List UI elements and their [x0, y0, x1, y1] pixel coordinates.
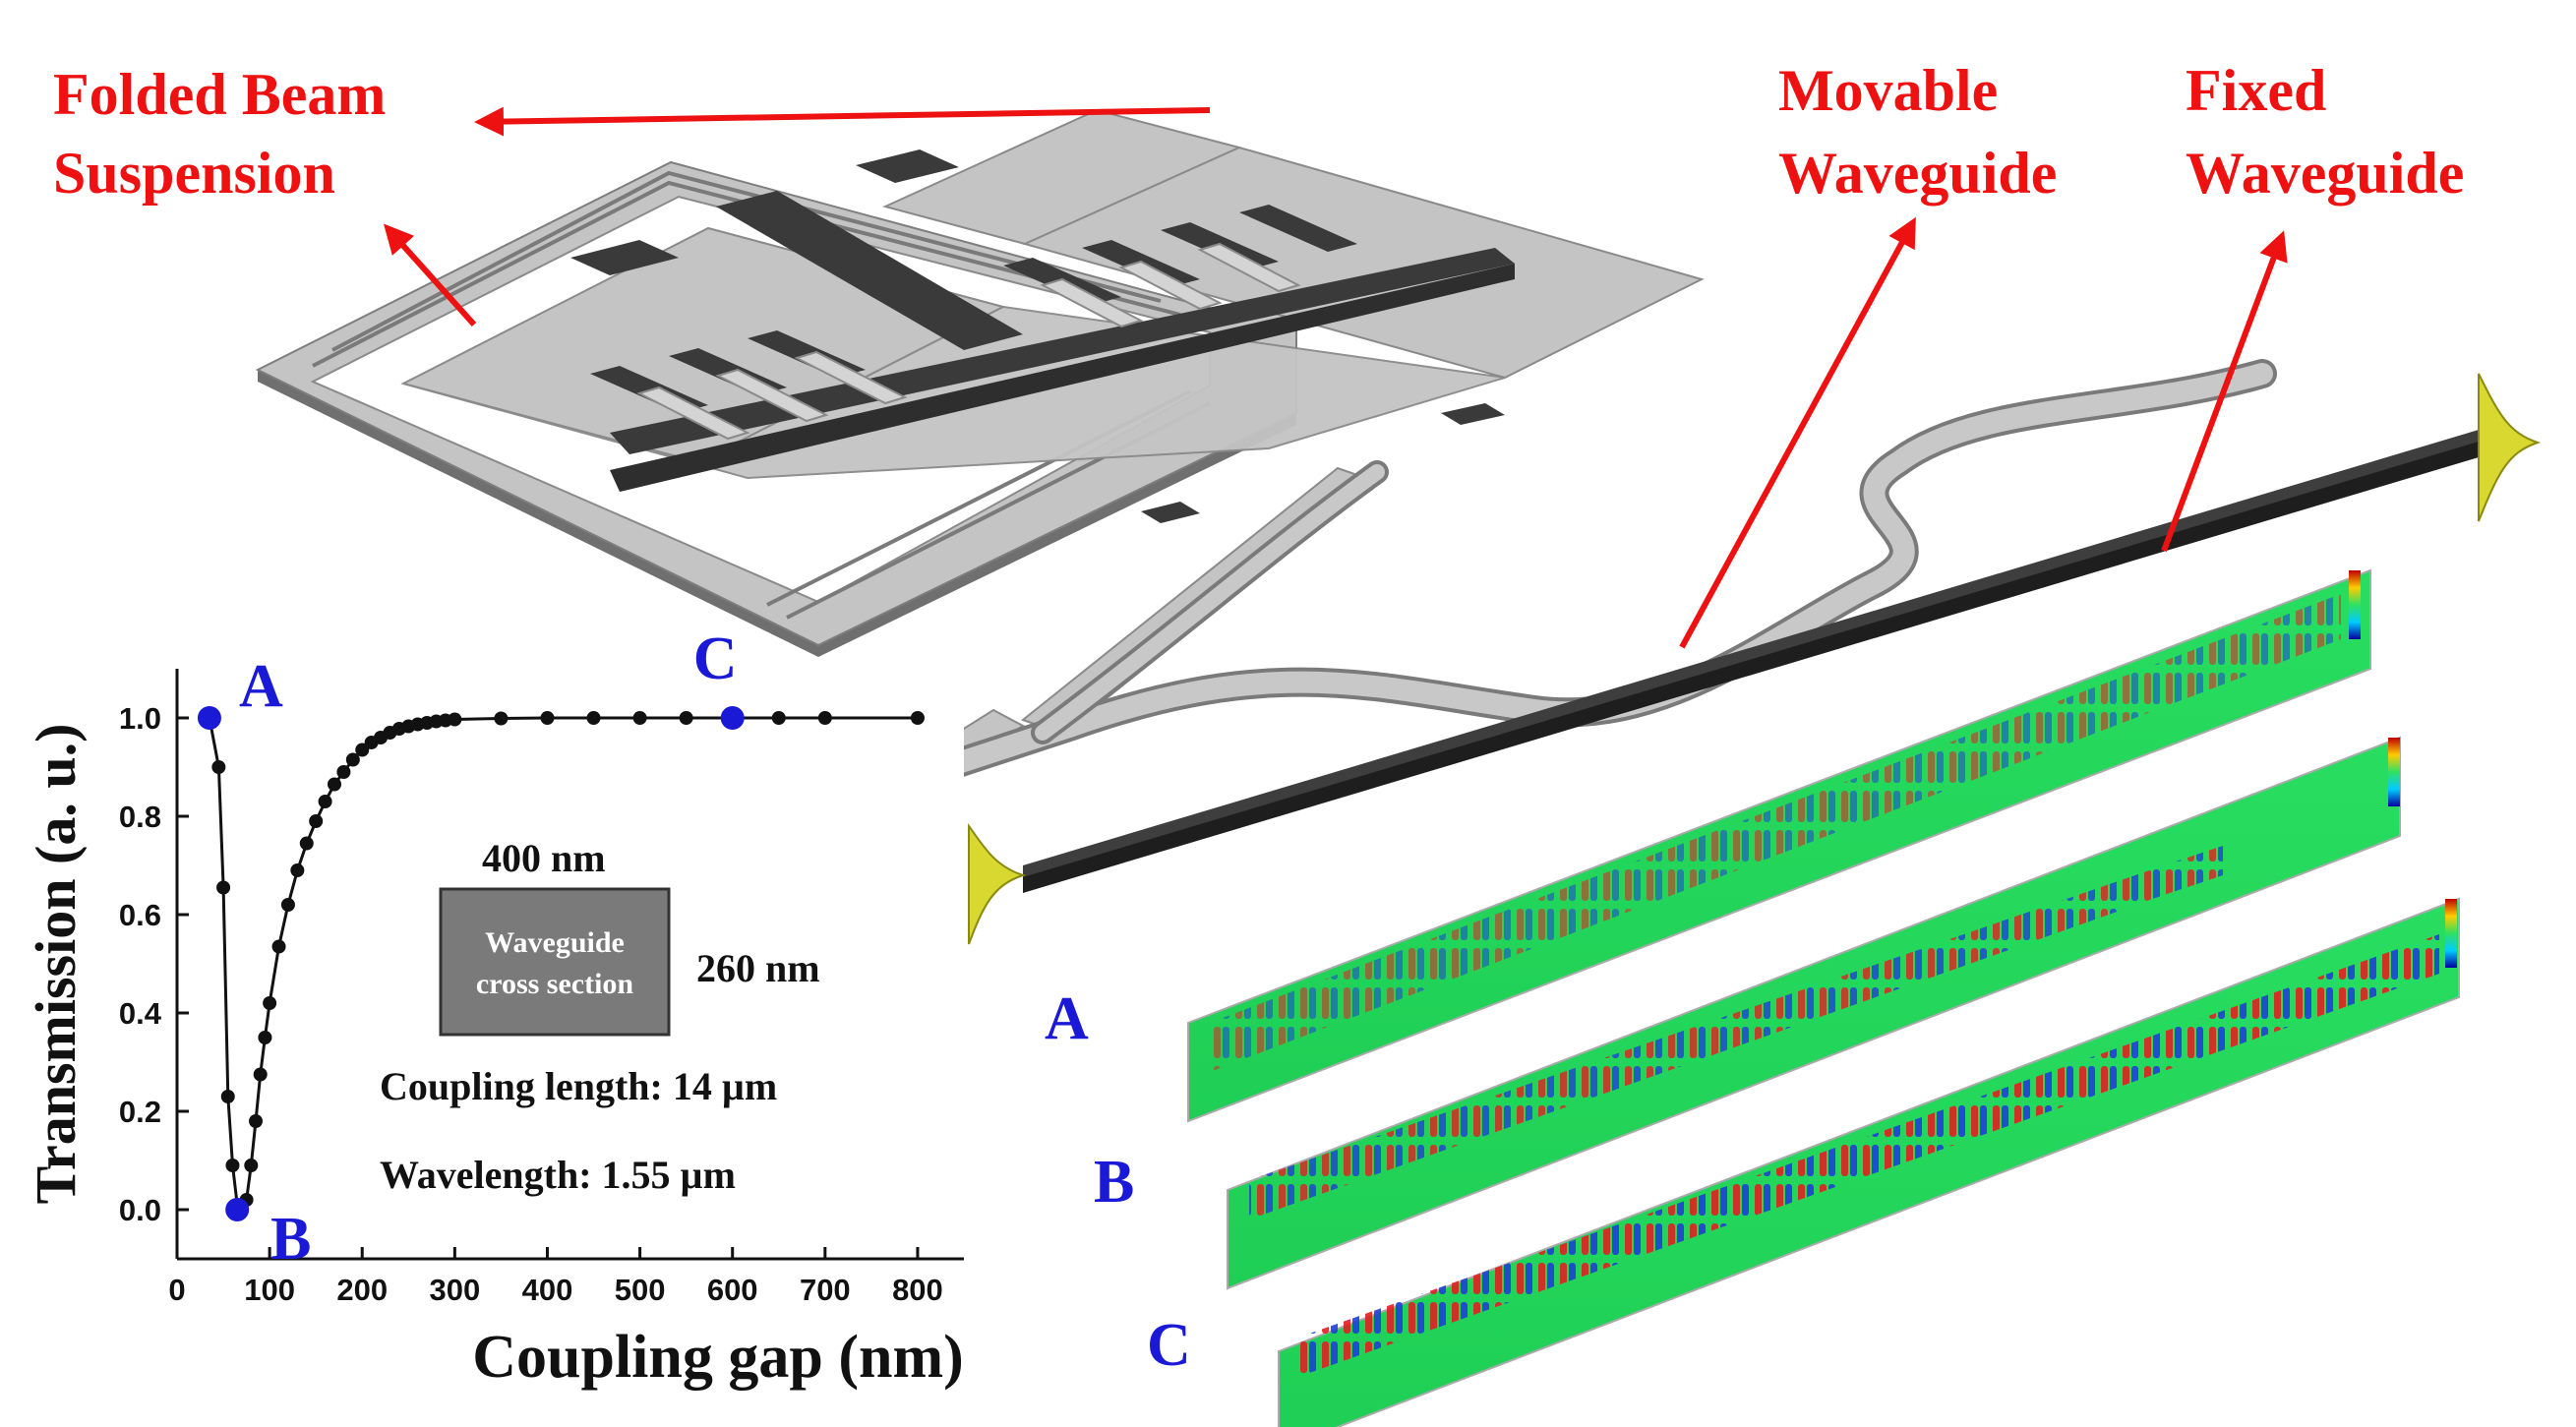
field-panel-middle [1227, 736, 2401, 1290]
x-tick-label: 100 [244, 1273, 295, 1307]
field-panel-bottom [1278, 897, 2460, 1427]
data-point [280, 898, 295, 912]
comb-fingers-light [636, 242, 1301, 441]
data-point [290, 863, 305, 877]
x-tick-label: 0 [168, 1273, 185, 1307]
data-point [817, 711, 832, 725]
y-tick-label: 0.0 [119, 1193, 161, 1227]
fixed-arrow [2161, 230, 2288, 553]
panel-label-a: A [1045, 985, 1089, 1052]
data-point [271, 939, 286, 954]
data-point [299, 836, 314, 851]
electrode-arm [716, 191, 1023, 350]
field-panel-top [1187, 568, 2371, 1123]
anchors [570, 149, 1505, 523]
x-tick-label: 600 [707, 1273, 758, 1307]
highlight-point-a [197, 706, 221, 730]
data-point [253, 1067, 268, 1082]
cross-section-box-line1: Waveguide [485, 926, 625, 959]
data-point [632, 711, 647, 725]
comb-electrode [610, 248, 1515, 454]
right-shuttle-ext [1022, 146, 1705, 380]
highlight-label-a: A [239, 653, 283, 720]
fixed-waveguide [1023, 427, 2488, 893]
highlight-point-b [225, 1198, 250, 1221]
movable-arrow [1679, 216, 1916, 649]
colorbar [2445, 899, 2457, 968]
data-point [216, 880, 231, 895]
cross-section-width: 400 nm [482, 836, 606, 880]
y-tick-label: 1.0 [119, 701, 161, 736]
highlight-point-c [720, 706, 745, 730]
movable-label-line2: Waveguide [1778, 141, 2057, 206]
x-tick-label: 700 [800, 1273, 851, 1307]
cross-section-box-line2: cross section [476, 968, 634, 1000]
comb-electrode-spine [610, 264, 1515, 492]
x-tick-label: 200 [336, 1273, 388, 1307]
folded-beam-label-line2: Suspension [53, 141, 335, 206]
waveguide-cross-section-box [439, 887, 671, 1037]
data-point [586, 711, 601, 725]
data-point [225, 1159, 240, 1172]
folded-beam-arrow [474, 106, 1211, 137]
x-tick-label: 800 [892, 1273, 943, 1307]
movable-waveguide [841, 359, 2277, 811]
data-point [336, 765, 351, 779]
data-point [679, 711, 693, 725]
highlight-label-b: B [270, 1206, 311, 1273]
panel-label-b: B [1094, 1149, 1134, 1216]
x-ticks: 0 100 200 300 400 500 600 700 800 [168, 1247, 943, 1307]
data-point [355, 743, 370, 757]
x-tick-label: 400 [522, 1273, 573, 1307]
folded-beam-arrow-2 [383, 223, 477, 327]
y-tick-label: 0.6 [119, 898, 161, 932]
data-point [910, 711, 925, 725]
cross-section-height: 260 nm [696, 946, 820, 990]
data-point [309, 814, 324, 828]
y-tick-label: 0.8 [119, 800, 161, 834]
colorbar [2388, 738, 2400, 806]
colorbar [2349, 570, 2361, 639]
y-tick-label: 0.2 [119, 1095, 161, 1129]
data-point [249, 1114, 263, 1128]
data-point [328, 777, 341, 792]
data-point [263, 996, 277, 1010]
fixed-label-line1: Fixed [2186, 58, 2326, 123]
input-mode-profile [968, 822, 1027, 945]
data-point [345, 752, 360, 767]
data-point [258, 1031, 272, 1044]
data-point [220, 1090, 235, 1103]
highlight-label-c: C [693, 625, 738, 692]
data-point [211, 760, 226, 774]
y-tick-label: 0.4 [119, 996, 162, 1031]
panel-label-c: C [1147, 1312, 1191, 1379]
mems-actuator [255, 108, 1705, 814]
y-ticks: 0.0 0.2 0.4 0.6 0.8 1.0 [119, 701, 189, 1227]
data-point [540, 711, 555, 725]
highlight-points: A B C [197, 625, 745, 1273]
movable-label-line1: Movable [1778, 58, 1998, 123]
data-point [448, 712, 462, 727]
y-axis-title: Transmission (a. u.) [24, 724, 88, 1205]
data-point [494, 711, 509, 726]
series-points [202, 711, 925, 1217]
x-axis-title: Coupling gap (nm) [472, 1324, 964, 1391]
x-tick-label: 500 [615, 1273, 666, 1307]
folded-beam-label-line1: Folded Beam [53, 62, 386, 127]
coupling-length-text: Coupling length: 14 µm [380, 1064, 777, 1108]
data-point [318, 795, 332, 808]
fixed-label-line2: Waveguide [2186, 141, 2464, 206]
x-tick-label: 300 [429, 1273, 480, 1307]
wavelength-text: Wavelength: 1.55 µm [380, 1153, 736, 1197]
data-point [771, 711, 786, 725]
output-mode-profile [2478, 373, 2542, 522]
data-point [244, 1159, 259, 1172]
